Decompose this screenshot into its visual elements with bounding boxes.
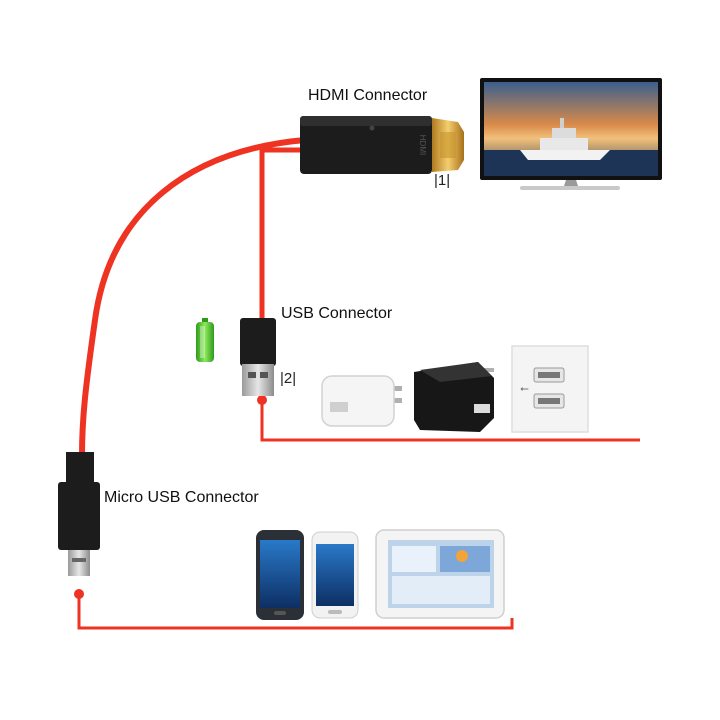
hdmi-marker: |1| bbox=[434, 172, 450, 189]
hdmi-connector: HDMI bbox=[300, 116, 464, 174]
white-smartphone-icon bbox=[311, 531, 359, 619]
usb-symbol-icon: ⭠ bbox=[520, 383, 529, 395]
micro-usb-dot bbox=[74, 589, 84, 599]
tablet-icon bbox=[375, 529, 505, 619]
usb-connector bbox=[240, 318, 276, 396]
guide-lines bbox=[77, 398, 640, 630]
wall-usb-outlet-icon: ⭠ bbox=[511, 345, 589, 433]
white-usb-charger-icon bbox=[321, 375, 402, 427]
hdmi-connector-label: HDMI Connector bbox=[308, 87, 428, 104]
micro-usb-connector-label: Micro USB Connector bbox=[104, 489, 259, 506]
cable-red-main bbox=[79, 137, 308, 458]
usb-marker: |2| bbox=[280, 370, 296, 387]
tv-icon bbox=[480, 78, 662, 190]
battery-icon bbox=[196, 318, 214, 362]
black-smartphone-icon bbox=[256, 530, 304, 620]
micro-usb-connector bbox=[58, 452, 100, 576]
hdmi-plug-print: HDMI bbox=[418, 135, 427, 155]
black-usb-charger-icon bbox=[414, 362, 494, 432]
usb-dot bbox=[257, 395, 267, 405]
usb-connector-label: USB Connector bbox=[281, 305, 393, 322]
